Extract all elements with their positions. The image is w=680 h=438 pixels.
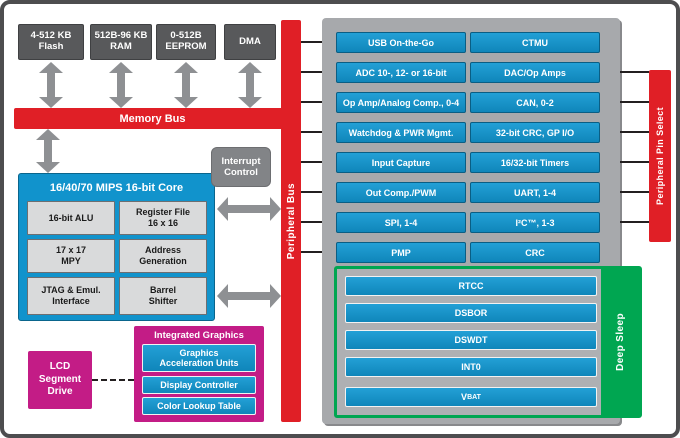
int0-block: INT0: [345, 357, 597, 377]
eeprom-bus-arrow: [174, 62, 198, 108]
i2c-block: I²C™, 1-3: [470, 212, 600, 233]
jtag-unit: JTAG & Emul. Interface: [27, 277, 115, 315]
cpu-core-title: 16/40/70 MIPS 16-bit Core: [49, 182, 184, 194]
flash-bus-arrow: [39, 62, 63, 108]
dma-bus-arrow: [238, 62, 262, 108]
peripheral-pin-select-label: Peripheral Pin Select: [655, 107, 665, 205]
bus-connector-line: [301, 191, 324, 193]
dswdt-block: DSWDT: [345, 330, 597, 350]
register-file-unit: Register File 16 x 16: [119, 201, 207, 235]
display-controller-block: Display Controller: [142, 376, 256, 394]
dma-block: DMA: [224, 24, 276, 60]
bus-connector-line: [301, 41, 324, 43]
dsbor-block: DSBOR: [345, 303, 597, 323]
core-bus-arrow-bottom: [217, 284, 281, 308]
membus-core-arrow: [36, 129, 60, 173]
barrel-shifter-unit: Barrel Shifter: [119, 277, 207, 315]
peripheral-bus: Peripheral Bus: [281, 20, 301, 422]
integrated-graphics-title: Integrated Graphics: [154, 329, 244, 341]
alu-unit: 16-bit ALU: [27, 201, 115, 235]
pps-connector-line: [620, 71, 649, 73]
arrow-shaft: [246, 71, 254, 99]
memory-bus: Memory Bus: [14, 108, 291, 129]
input-capture-block: Input Capture: [336, 152, 466, 173]
deep-sleep-label-bar: Deep Sleep: [601, 269, 639, 415]
arrow-shaft: [47, 71, 55, 99]
crc-block: CRC: [470, 242, 600, 263]
dac-opamps-block: DAC/Op Amps: [470, 62, 600, 83]
watchdog-pwr-block: Watchdog & PWR Mgmt.: [336, 122, 466, 143]
deep-sleep-label: Deep Sleep: [614, 313, 626, 371]
arrow-shaft: [117, 71, 125, 99]
crc-gpio-block: 32-bit CRC, GP I/O: [470, 122, 600, 143]
usb-otg-block: USB On-the-Go: [336, 32, 466, 53]
graphics-acceleration-block: Graphics Acceleration Units: [142, 344, 256, 372]
rtcc-block: RTCC: [345, 276, 597, 296]
vbat-label-sub: BAT: [467, 393, 481, 401]
vbat-label-main: V: [461, 392, 468, 402]
pps-connector-line: [620, 221, 649, 223]
peripheral-pin-select-bar: Peripheral Pin Select: [649, 70, 671, 242]
bus-connector-line: [301, 101, 324, 103]
pps-connector-line: [620, 131, 649, 133]
ctmu-block: CTMU: [470, 32, 600, 53]
bus-connector-line: [301, 221, 324, 223]
uart-block: UART, 1-4: [470, 182, 600, 203]
adc-block: ADC 10-, 12- or 16-bit: [336, 62, 466, 83]
spi-block: SPI, 1-4: [336, 212, 466, 233]
pps-connector-line: [620, 101, 649, 103]
integrated-graphics-block: Integrated Graphics Graphics Acceleratio…: [134, 326, 264, 422]
opamp-comparator-block: Op Amp/Analog Comp., 0-4: [336, 92, 466, 113]
pps-connector-line: [620, 161, 649, 163]
color-lookup-table-block: Color Lookup Table: [142, 397, 256, 415]
core-bus-arrow-top: [217, 197, 281, 221]
arrow-shaft: [44, 138, 52, 164]
ram-bus-arrow: [109, 62, 133, 108]
multiplier-unit: 17 x 17 MPY: [27, 239, 115, 273]
interrupt-control-block: Interrupt Control: [211, 147, 271, 187]
timers-block: 16/32-bit Timers: [470, 152, 600, 173]
eeprom-memory-block: 0-512B EEPROM: [156, 24, 216, 60]
output-compare-pwm-block: Out Comp./PWM: [336, 182, 466, 203]
address-gen-unit: Address Generation: [119, 239, 207, 273]
cpu-core-block: 16/40/70 MIPS 16-bit Core 16-bit ALU Reg…: [18, 173, 215, 321]
pmp-block: PMP: [336, 242, 466, 263]
can-block: CAN, 0-2: [470, 92, 600, 113]
arrow-shaft: [226, 205, 272, 213]
ram-memory-block: 512B-96 KB RAM: [90, 24, 152, 60]
bus-connector-line: [301, 131, 324, 133]
lcd-graphics-dashed-line: [92, 379, 134, 381]
bus-connector-line: [301, 71, 324, 73]
pps-connector-line: [620, 191, 649, 193]
flash-memory-block: 4-512 KB Flash: [18, 24, 84, 60]
peripheral-bus-label: Peripheral Bus: [285, 182, 297, 260]
bus-connector-line: [301, 251, 324, 253]
bus-connector-line: [301, 161, 324, 163]
arrow-shaft: [182, 71, 190, 99]
arrow-shaft: [226, 292, 272, 300]
lcd-segment-drive-block: LCD Segment Drive: [28, 351, 92, 409]
